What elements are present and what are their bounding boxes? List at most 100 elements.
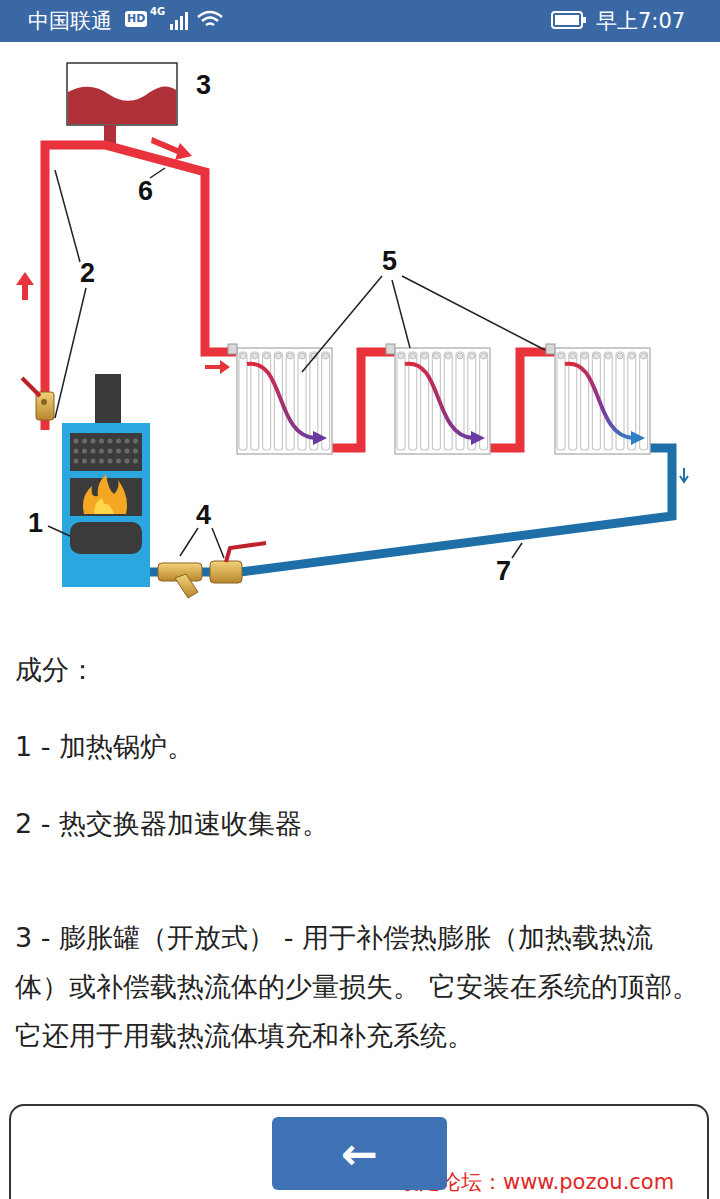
grille-dot xyxy=(91,439,96,444)
radiator-fin xyxy=(239,352,247,450)
grille-dot xyxy=(74,439,79,444)
grille-dot xyxy=(82,439,87,444)
flow-arrow xyxy=(680,468,688,482)
radiator-fin xyxy=(557,352,565,450)
radiator-fin xyxy=(286,352,294,450)
radiator-cap xyxy=(593,353,599,359)
grille-dot xyxy=(91,459,96,464)
wifi-icon xyxy=(198,12,222,25)
hd-badge: HD xyxy=(125,11,147,27)
radiator-cap xyxy=(457,353,463,359)
radiator-valve xyxy=(386,344,395,354)
radiator-cap xyxy=(629,353,635,359)
callout-number: 3 xyxy=(196,70,211,101)
flow-arrowhead xyxy=(471,431,485,445)
radiator-cap xyxy=(252,353,258,359)
grille-dot xyxy=(82,449,87,454)
flow-curve xyxy=(565,364,633,438)
radiator-cap xyxy=(264,353,270,359)
grille-dot xyxy=(99,459,104,464)
grille-dot xyxy=(99,439,104,444)
grille-dot xyxy=(91,449,96,454)
grille-dot xyxy=(116,439,121,444)
radiators xyxy=(228,344,650,454)
battery-icon xyxy=(552,12,586,28)
radiator-cap xyxy=(469,353,475,359)
grille-dot xyxy=(108,439,113,444)
radiator-cap xyxy=(558,353,564,359)
network-type: 4G xyxy=(150,6,165,17)
clock: 早上7:07 xyxy=(596,7,685,35)
radiator-valve xyxy=(546,344,555,354)
grille-dot xyxy=(125,449,130,454)
expansion-tank xyxy=(67,63,177,145)
radiator-cap xyxy=(323,353,329,359)
radiator-fin xyxy=(480,352,488,450)
radiator-fin xyxy=(604,352,612,450)
radiator-cap xyxy=(641,353,647,359)
radiator-cap xyxy=(240,353,246,359)
grille-dot xyxy=(133,449,138,454)
radiator-fin xyxy=(397,352,405,450)
callout-number: 7 xyxy=(496,556,511,587)
grille-dot xyxy=(133,459,138,464)
radiator-cap xyxy=(433,353,439,359)
grille-dot xyxy=(74,459,79,464)
list-item: 1 - 加热锅炉。 xyxy=(15,729,194,765)
boiler xyxy=(62,374,150,587)
callout-number: 6 xyxy=(138,176,153,207)
radiator-cap xyxy=(398,353,404,359)
grille-dot xyxy=(133,439,138,444)
radiator-cap xyxy=(617,353,623,359)
flow-curve xyxy=(247,364,315,438)
grille-dot xyxy=(116,449,121,454)
grille-dot xyxy=(116,459,121,464)
ball-valve xyxy=(22,378,54,420)
radiator-cap xyxy=(287,353,293,359)
radiator-cap xyxy=(410,353,416,359)
radiator-body xyxy=(237,348,332,454)
radiator-cap xyxy=(275,353,281,359)
list-item: 3 - 膨胀罐（开放式） - 用于补偿热膨胀（加热载热流体）或补偿载热流体的少量… xyxy=(15,913,705,1060)
radiator-cap xyxy=(299,353,305,359)
callout-number: 1 xyxy=(28,508,43,539)
flow-arrowhead xyxy=(313,431,327,445)
radiator-cap xyxy=(422,353,428,359)
button-icon: ← xyxy=(341,1128,378,1179)
filter-valve xyxy=(158,543,266,598)
grille-dot xyxy=(99,449,104,454)
flow-curve xyxy=(405,364,473,438)
status-bar xyxy=(0,0,720,42)
signal-icon xyxy=(170,12,188,30)
radiator-fin xyxy=(322,352,330,450)
radiator-fin xyxy=(640,352,648,450)
grille-dot xyxy=(125,459,130,464)
radiator-body xyxy=(395,348,490,454)
grille-dot xyxy=(82,459,87,464)
radiator-cap xyxy=(605,353,611,359)
back-button: ← xyxy=(272,1117,447,1190)
carrier-name: 中国联通 xyxy=(28,7,112,35)
flow-arrow xyxy=(16,137,230,374)
grille-dot xyxy=(108,449,113,454)
radiator-cap xyxy=(570,353,576,359)
radiator-valve xyxy=(228,344,237,354)
callout-number: 4 xyxy=(196,500,211,531)
callout-number: 2 xyxy=(80,258,95,289)
flow-arrowhead xyxy=(631,431,645,445)
section-heading: 成分： xyxy=(15,652,96,688)
radiator-cap xyxy=(481,353,487,359)
radiator-cap xyxy=(445,353,451,359)
return-pipe xyxy=(150,448,672,572)
grille-dot xyxy=(74,449,79,454)
list-item: 2 - 热交换器加速收集器。 xyxy=(15,806,329,842)
bottom-panel xyxy=(10,1105,708,1199)
callout-number: 5 xyxy=(382,246,397,277)
grille-dot xyxy=(108,459,113,464)
leader-line xyxy=(48,168,545,558)
radiator-fin xyxy=(444,352,452,450)
radiator-body xyxy=(555,348,650,454)
radiator-cap xyxy=(582,353,588,359)
grille-dot xyxy=(125,439,130,444)
